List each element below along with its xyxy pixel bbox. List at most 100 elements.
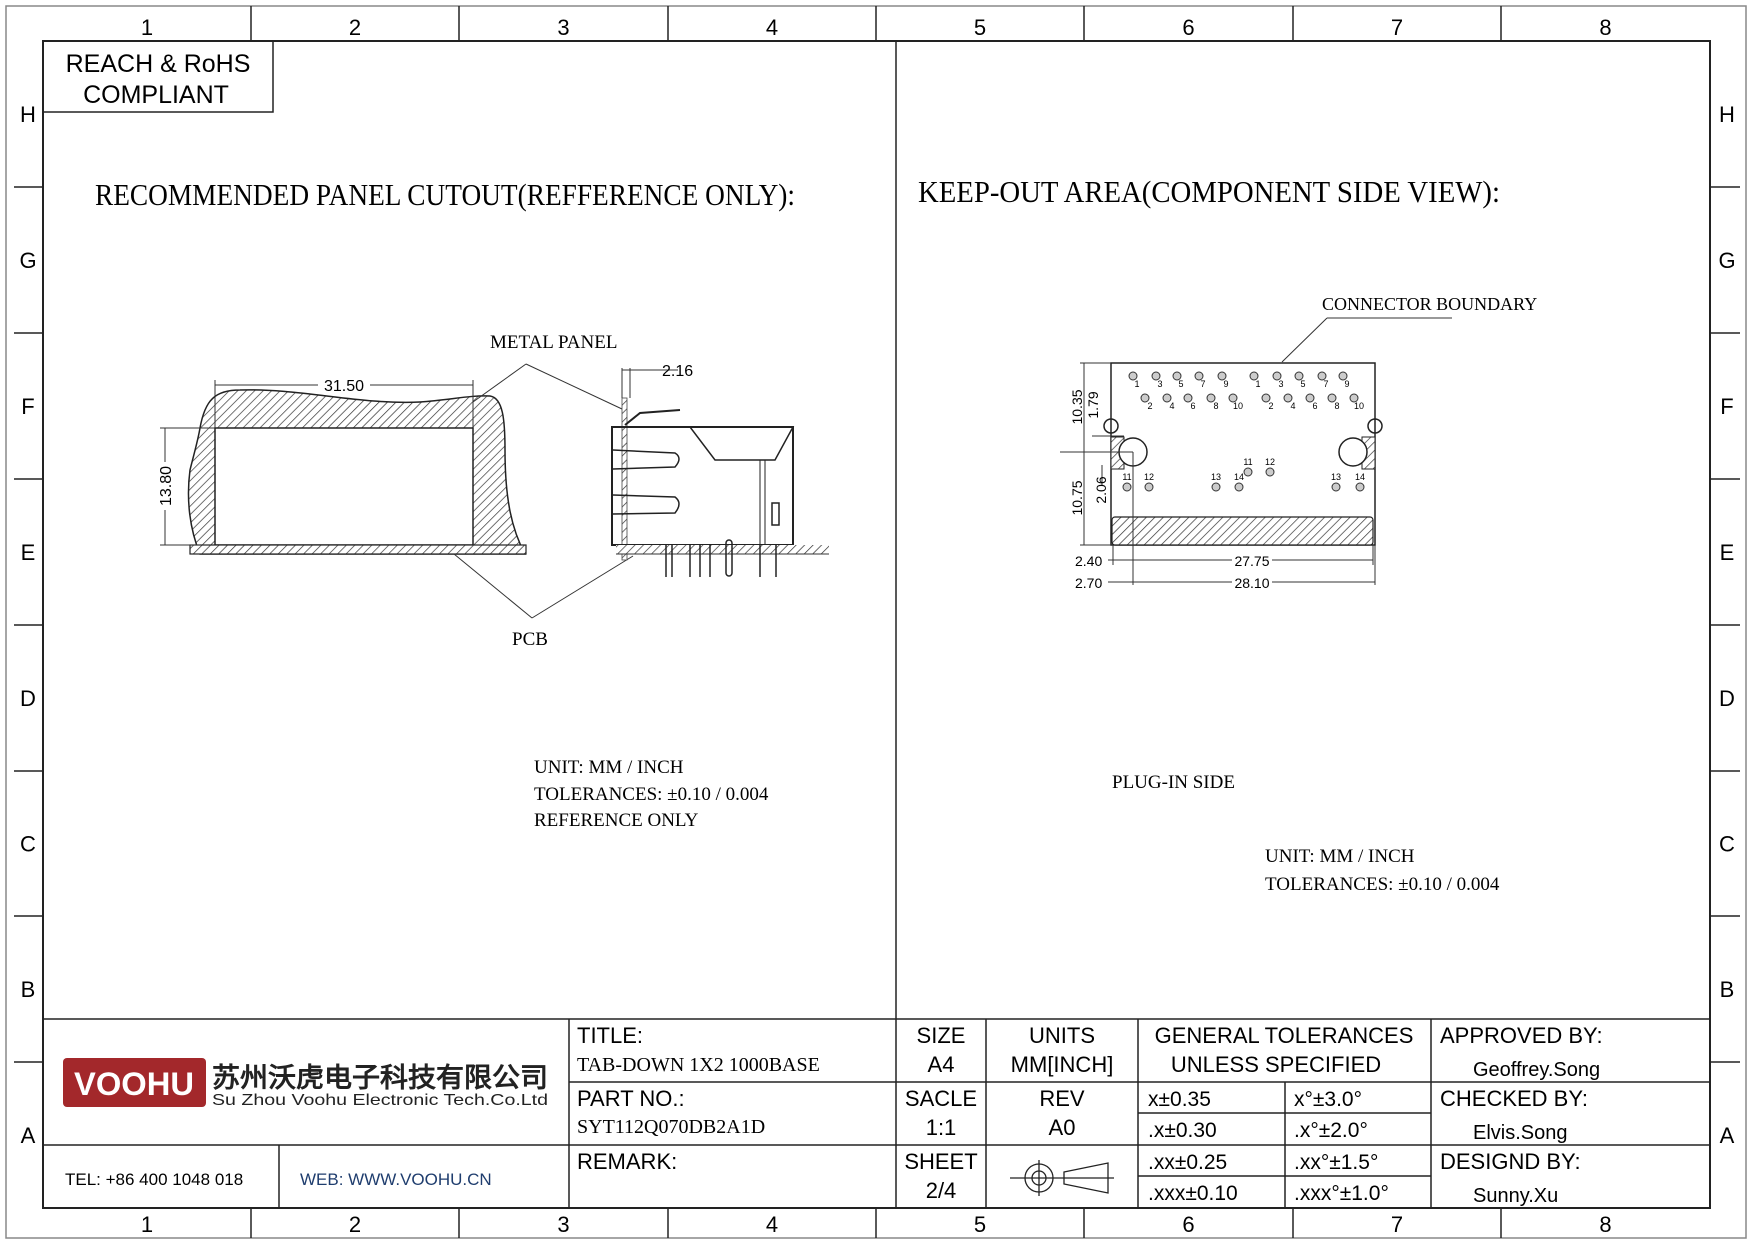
pin-number: 7 xyxy=(1200,379,1205,389)
pin-hole xyxy=(1234,482,1244,492)
pin-hole xyxy=(1162,393,1172,403)
pin-number: 12 xyxy=(1265,457,1275,467)
row-label-left: H xyxy=(20,102,36,127)
column-label-top: 7 xyxy=(1391,15,1403,40)
plug-in-keepout xyxy=(1111,516,1374,546)
pin-number: 5 xyxy=(1178,379,1183,389)
column-label-top: 2 xyxy=(349,15,361,40)
part-no-label: PART NO.: xyxy=(577,1086,685,1111)
row-label-right: F xyxy=(1720,394,1733,419)
compliance-box xyxy=(42,40,274,113)
scale-value: 1:1 xyxy=(926,1115,957,1140)
tolerance-angular: .xx°±1.5° xyxy=(1294,1151,1378,1174)
pin-hole xyxy=(1128,371,1138,381)
pin-number: 1 xyxy=(1134,379,1139,389)
pin-hole xyxy=(1228,393,1238,403)
dim-2-70: 2.70 xyxy=(1075,575,1102,591)
column-label-bottom: 1 xyxy=(141,1212,153,1237)
panel-cutout-drawing: 31.50 13.80 METAL PANEL PCB xyxy=(158,332,634,650)
pin-number: 9 xyxy=(1344,379,1349,389)
checked-by-value: Elvis.Song xyxy=(1473,1122,1568,1144)
pin-number: 2 xyxy=(1268,401,1273,411)
row-label-left: B xyxy=(21,977,36,1002)
column-label-top: 3 xyxy=(557,15,569,40)
column-label-top: 4 xyxy=(766,15,778,40)
pcb-bar xyxy=(189,544,527,555)
pin-number: 10 xyxy=(1233,401,1243,411)
title-block xyxy=(43,1018,1710,1208)
dim-1-79: 1.79 xyxy=(1085,391,1101,418)
pin-hole xyxy=(1151,371,1161,381)
pin-number: 2 xyxy=(1147,401,1152,411)
column-label-bottom: 4 xyxy=(766,1212,778,1237)
scale-label: SACLE xyxy=(905,1086,977,1111)
dim-10-35: 10.35 xyxy=(1069,389,1085,424)
row-label-left: C xyxy=(20,832,36,857)
pin-number: 8 xyxy=(1213,401,1218,411)
pin-hole xyxy=(1338,371,1348,381)
pin-hole xyxy=(1122,482,1132,492)
right-note-tolerance: TOLERANCES: ±0.10 / 0.004 xyxy=(1265,874,1500,895)
pin-hole xyxy=(1211,482,1221,492)
approved-by-label: APPROVED BY: xyxy=(1440,1023,1603,1048)
row-label-right: G xyxy=(1718,248,1735,273)
tolerance-angular: x°±3.0° xyxy=(1294,1088,1362,1111)
projection-symbol-icon xyxy=(1010,1160,1114,1196)
connector-boundary-label: CONNECTOR BOUNDARY xyxy=(1322,294,1537,314)
pin-number: 4 xyxy=(1290,401,1295,411)
compliance-line1: REACH & RoHS xyxy=(66,50,251,78)
row-label-right: B xyxy=(1720,977,1735,1002)
row-label-left: G xyxy=(19,248,36,273)
pin-number: 14 xyxy=(1234,472,1244,482)
pin-number: 11 xyxy=(1243,457,1252,467)
column-label-top: 6 xyxy=(1182,15,1194,40)
left-note-tolerance: TOLERANCES: ±0.10 / 0.004 xyxy=(534,784,769,805)
logo-badge xyxy=(63,1058,206,1107)
pcb-label: PCB xyxy=(512,629,548,650)
company-name-en: Su Zhou Voohu Electronic Tech.Co.Ltd xyxy=(212,1092,548,1109)
pin-number: 9 xyxy=(1223,379,1228,389)
metal-panel-label: METAL PANEL xyxy=(490,332,617,353)
dim-2-06: 2.06 xyxy=(1093,476,1109,503)
pin-hole xyxy=(1283,393,1293,403)
pin-number: 12 xyxy=(1144,472,1154,482)
row-label-right: C xyxy=(1719,832,1735,857)
right-view-heading: KEEP-OUT AREA(COMPONENT SIDE VIEW): xyxy=(918,174,1500,209)
designed-by-label: DESIGND BY: xyxy=(1440,1149,1581,1174)
column-label-bottom: 3 xyxy=(557,1212,569,1237)
row-label-right: H xyxy=(1719,102,1735,127)
remark-label: REMARK: xyxy=(577,1149,677,1174)
units-value: MM[INCH] xyxy=(1011,1052,1114,1077)
plug-in-side-label: PLUG-IN SIDE xyxy=(1112,772,1235,793)
pin-hole xyxy=(1217,371,1227,381)
column-label-bottom: 6 xyxy=(1182,1212,1194,1237)
rev-label: REV xyxy=(1039,1086,1085,1111)
tolerance-angular: .xxx°±1.0° xyxy=(1294,1182,1389,1205)
pin-hole xyxy=(1172,371,1182,381)
company-name-cn: 苏州沃虎电子科技有限公司 xyxy=(212,1063,548,1093)
right-note-unit: UNIT: MM / INCH xyxy=(1265,846,1415,867)
pin-hole xyxy=(1305,393,1315,403)
tolerance-linear: x±0.35 xyxy=(1148,1088,1211,1111)
left-note-unit: UNIT: MM / INCH xyxy=(534,757,684,778)
pin-number: 7 xyxy=(1323,379,1328,389)
approved-by-value: Geoffrey.Song xyxy=(1473,1059,1600,1081)
column-label-top: 8 xyxy=(1599,15,1611,40)
row-label-left: F xyxy=(21,394,34,419)
pin-number: 3 xyxy=(1157,379,1162,389)
title-value: TAB-DOWN 1X2 1000BASE xyxy=(577,1054,820,1076)
size-value: A4 xyxy=(928,1052,955,1077)
pin-number: 5 xyxy=(1300,379,1305,389)
compliance-line2: COMPLIANT xyxy=(83,81,229,109)
company-tel: TEL: +86 400 1048 018 xyxy=(65,1170,243,1189)
pin-number: 6 xyxy=(1312,401,1317,411)
pin-hole xyxy=(1140,393,1150,403)
pin-number: 1 xyxy=(1255,379,1260,389)
size-label: SIZE xyxy=(917,1023,966,1048)
pin-hole xyxy=(1317,371,1327,381)
dim-panel-thickness: 2.16 xyxy=(662,363,693,380)
pin-hole xyxy=(1331,482,1341,492)
part-no-value: SYT112Q070DB2A1D xyxy=(577,1116,765,1138)
column-label-top: 1 xyxy=(141,15,153,40)
